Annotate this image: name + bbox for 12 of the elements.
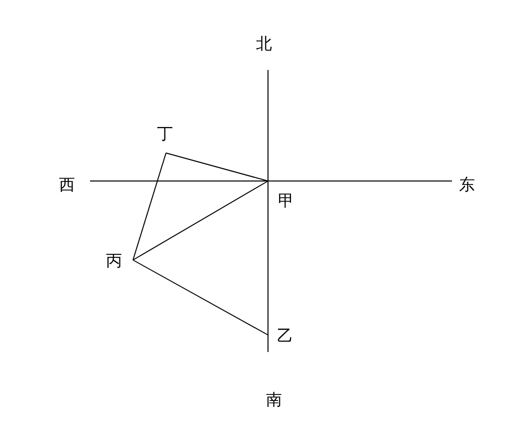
- direction-label: 西: [59, 176, 75, 194]
- point-label: 丁: [157, 125, 173, 153]
- direction-label: 东: [459, 176, 475, 194]
- point-label: 丙: [106, 252, 131, 270]
- point-label: 甲: [268, 181, 294, 210]
- point-label: 乙: [268, 327, 293, 345]
- line-segment: [132, 260, 268, 336]
- line-segment: [166, 152, 268, 182]
- direction-label: 北: [256, 35, 272, 53]
- line-segment: [132, 152, 166, 260]
- direction-label: 南: [266, 391, 282, 409]
- line-segment: [132, 180, 268, 260]
